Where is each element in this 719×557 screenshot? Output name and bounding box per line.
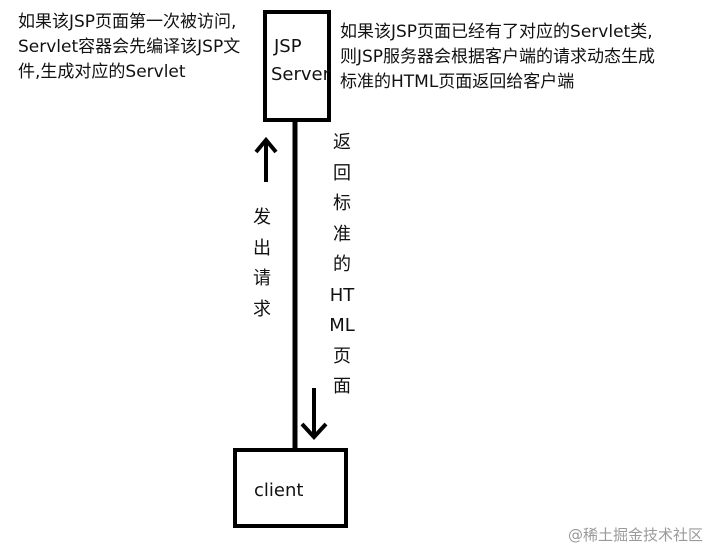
response-edge-label: 返 回 标 准 的 HT ML 页 面 xyxy=(327,128,357,403)
request-edge-label: 发 出 请 求 xyxy=(249,203,275,325)
client-label: client xyxy=(254,480,304,501)
response-char: ML xyxy=(329,315,355,336)
note-existing-servlet: 如果该JSP页面已经有了对应的Servlet类, 则JSP服务器会根据客户端的请… xyxy=(340,20,655,95)
request-char: 求 xyxy=(253,298,271,320)
note-existing-servlet-line-2: 则JSP服务器会根据客户端的请求动态生成 xyxy=(340,47,656,67)
note-first-access: 如果该JSP页面第一次被访问, Servlet容器会先编译该JSP文 件,生成对… xyxy=(18,10,240,85)
jsp-server-node: JSP Server xyxy=(263,10,331,122)
request-char: 出 xyxy=(253,237,271,259)
request-char: 发 xyxy=(253,207,271,228)
response-char: 面 xyxy=(333,376,351,397)
request-char: 请 xyxy=(253,268,271,289)
watermark: @稀土掘金技术社区 xyxy=(567,526,703,544)
response-char: 返 xyxy=(333,132,351,153)
response-arrow-down-icon xyxy=(300,388,328,440)
response-char: 标 xyxy=(333,193,351,214)
response-char: HT xyxy=(329,284,355,306)
note-first-access-line-3: 件,生成对应的Servlet xyxy=(18,62,186,82)
jsp-server-label-line-2: Server xyxy=(271,64,331,85)
note-existing-servlet-line-3: 标准的HTML页面返回给客户端 xyxy=(340,72,575,92)
response-char: 页 xyxy=(333,345,351,367)
response-char: 准 xyxy=(333,223,351,245)
request-arrow-up-icon xyxy=(254,136,278,182)
jsp-server-label-line-1: JSP xyxy=(274,36,302,57)
note-existing-servlet-line-1: 如果该JSP页面已经有了对应的Servlet类, xyxy=(340,22,653,42)
client-node: client xyxy=(233,448,348,528)
response-char: 的 xyxy=(333,254,351,275)
response-char: 回 xyxy=(333,162,351,184)
note-first-access-line-1: 如果该JSP页面第一次被访问, xyxy=(18,12,237,32)
note-first-access-line-2: Servlet容器会先编译该JSP文 xyxy=(18,37,241,57)
